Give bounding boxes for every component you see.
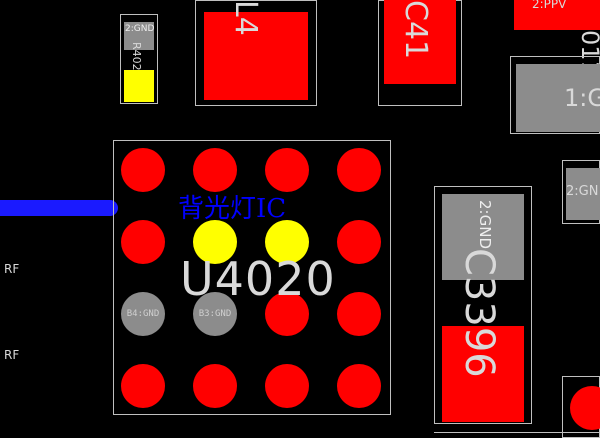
r402-pin-label: 2:GND [125,24,155,34]
pin-label-b4: B4:GND [126,309,160,319]
right-part-pad [516,64,600,132]
bga-ball-r2c4 [337,220,381,264]
bga-ball-r4c2 [193,364,237,408]
bottom-cut-line [434,432,600,433]
l4-designator: L4 [228,0,263,36]
right-part-2-pad [566,168,600,220]
net-label-rf-1: RF [4,262,20,276]
top-right-pad [514,0,600,30]
r402-designator: R402 [130,42,143,71]
u4020-designator: U4020 [180,252,336,306]
bga-ball-r3c1 [121,292,165,336]
r402-pad-gnd [124,22,154,50]
c3396-designator: C3396 [456,248,502,378]
bga-ball-r1c1 [121,148,165,192]
bga-ball-r2c2 [193,220,237,264]
bga-ball-r3c3 [265,292,309,336]
right-part-pin-label: 1:G [564,84,600,112]
bga-ball-r3c2 [193,292,237,336]
top-right-label: 2:PPV [532,0,567,11]
right-part-2-pin-label: 2:GN [566,184,599,199]
bottom-right-pad [570,386,600,430]
bga-ball-r3c4 [337,292,381,336]
bga-ball-r2c3 [265,220,309,264]
u4020-note: 背光灯IC [178,194,287,224]
bga-ball-r4c3 [265,364,309,408]
c41-pad [384,0,456,84]
c3396-outline [434,186,532,424]
l4-outline [195,0,317,106]
blue-trace [0,200,118,216]
c3396-pad [442,326,524,422]
u4020-outline [113,140,391,415]
c41-designator: C41 [398,0,433,60]
bga-ball-r4c4 [337,364,381,408]
c3396-pad-gnd [442,194,524,280]
c3396-pin-label: 2:GND [476,200,494,249]
l4-pad [204,12,308,100]
r402-pad-yellow [124,70,154,102]
bga-ball-r2c1 [121,220,165,264]
bga-ball-r4c1 [121,364,165,408]
pin-label-b3: B3:GND [198,309,232,319]
net-label-rf-2: RF [4,348,20,362]
bga-ball-r1c2 [193,148,237,192]
r402-outline [120,14,158,104]
bga-ball-r1c4 [337,148,381,192]
bga-ball-r1c3 [265,148,309,192]
